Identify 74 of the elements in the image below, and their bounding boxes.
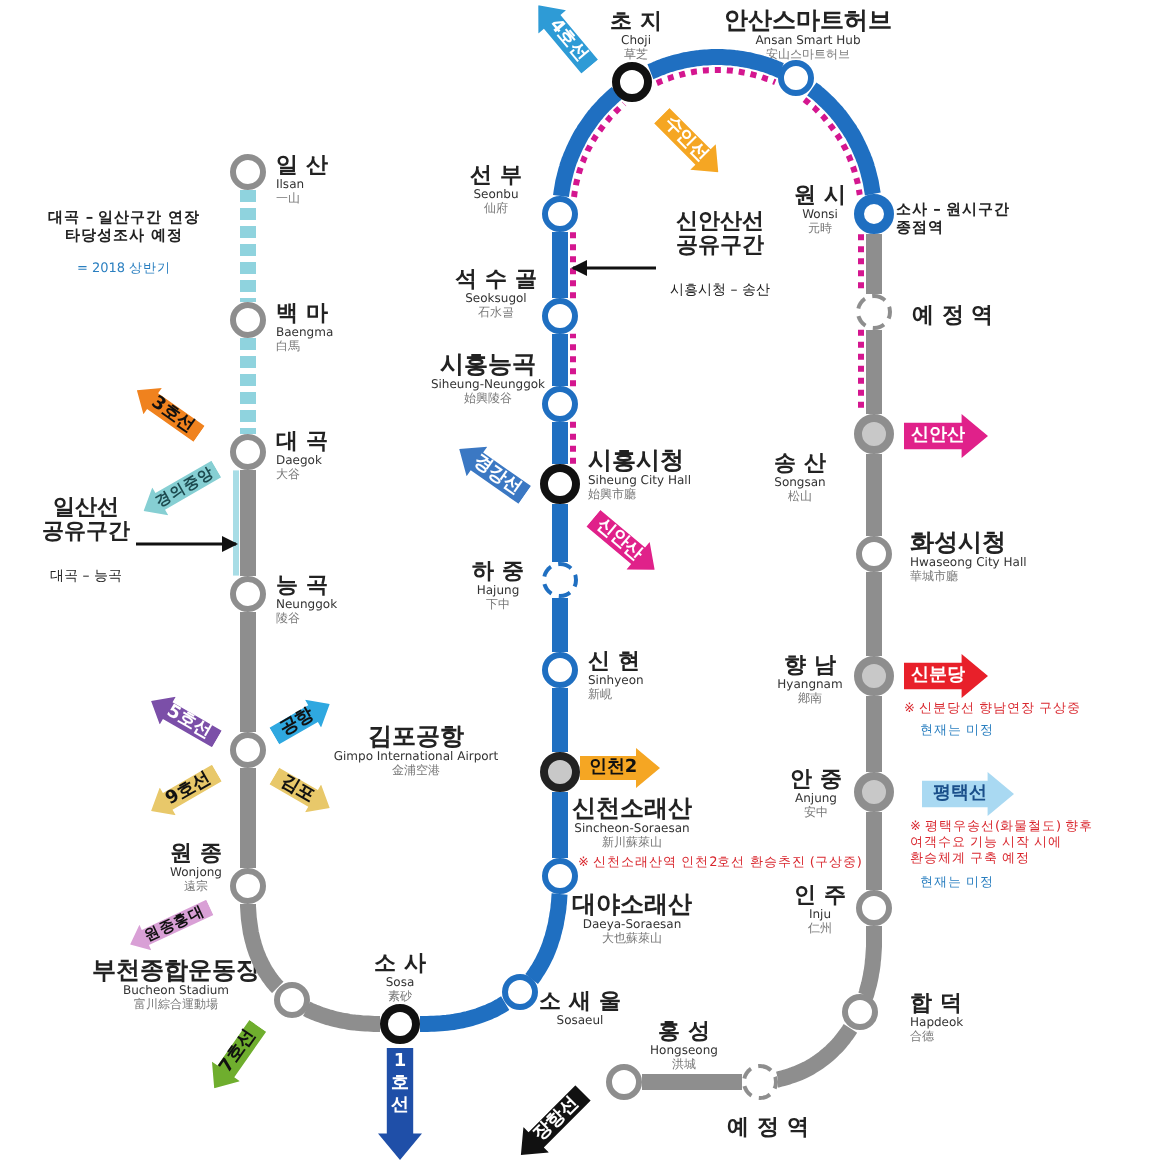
station-name: 원 시 — [794, 182, 846, 208]
transfer-sign — [580, 748, 660, 788]
station-name: 송 산 — [774, 450, 826, 476]
station-name: 석 수 골 — [455, 266, 537, 292]
station-name: 소 새 울 — [539, 988, 621, 1014]
line-name: 인천2 — [586, 756, 640, 782]
station-name: 대 곡 — [276, 428, 328, 454]
station-circle — [542, 298, 578, 334]
station-name: 예 정 역 — [727, 1114, 809, 1140]
transfer-sign — [378, 1048, 422, 1160]
station-name: 신 현 — [588, 648, 640, 674]
station-circle — [606, 1064, 642, 1100]
station-name: 안 중 — [790, 766, 842, 792]
station-circle — [542, 196, 578, 232]
station-name: 초 지 — [610, 8, 662, 34]
station-circle — [854, 194, 894, 234]
annotation-heading: 신안산선 공유구간 — [674, 210, 766, 258]
station-name: 하 중 — [472, 558, 524, 584]
station-circle — [230, 868, 266, 904]
station-name: 시흥시청 — [588, 448, 684, 474]
station-name: 일 산 — [276, 152, 328, 178]
station-name: 안산스마트허브 — [724, 8, 892, 34]
station-circle — [542, 386, 578, 422]
station-circle — [778, 60, 815, 97]
station-circle — [540, 752, 580, 792]
station-circle — [542, 858, 578, 894]
shared-track-marking — [233, 469, 239, 577]
station-circle — [230, 434, 266, 470]
line-name: 평택선 — [931, 782, 990, 808]
station-circle — [856, 294, 892, 330]
station-name: 대야소래산 — [572, 892, 692, 918]
annotation-heading: 일산선 공유구간 — [40, 496, 132, 544]
station-name: 김포공항 — [368, 724, 464, 750]
station-circle — [273, 981, 310, 1018]
line-name: 신분당 — [909, 664, 968, 690]
shared-track-marking — [570, 229, 576, 301]
line-name: 김포 — [274, 769, 320, 811]
station-circle — [854, 656, 894, 696]
station-circle — [856, 890, 892, 926]
station-circle — [540, 464, 580, 504]
line-name: 공항 — [274, 703, 320, 745]
transfer-sign — [922, 772, 1014, 816]
station-name: 합 덕 — [910, 990, 962, 1016]
station-name: 부천종합운동장 — [92, 958, 260, 984]
transfer-sign — [904, 654, 988, 698]
station-circle — [230, 302, 266, 338]
station-circle — [854, 414, 894, 454]
line-name: 신안산 — [909, 424, 968, 450]
station-name: 홍 성 — [658, 1018, 710, 1044]
station-name: 향 남 — [784, 652, 836, 678]
station-circle — [380, 1004, 420, 1044]
station-circle — [742, 1063, 778, 1100]
transfer-sign — [904, 414, 988, 458]
station-circle — [501, 974, 538, 1011]
station-name: 신천소래산 — [572, 796, 692, 822]
station-circle — [542, 562, 578, 598]
station-name: 시흥능곡 — [440, 352, 536, 378]
station-name: 능 곡 — [276, 572, 328, 598]
station-name: 선 부 — [470, 162, 522, 188]
station-circle — [856, 536, 892, 572]
station-circle — [230, 732, 266, 768]
station-circle — [841, 994, 878, 1031]
station-circle — [230, 154, 266, 190]
station-circle — [612, 61, 653, 102]
station-name: 원 종 — [170, 840, 222, 866]
station-name: 화성시청 — [910, 530, 1006, 556]
station-circle — [854, 772, 894, 812]
station-name: 소 사 — [374, 950, 426, 976]
station-name: 인 주 — [794, 882, 846, 908]
station-circle — [230, 576, 266, 612]
station-name: 백 마 — [276, 300, 328, 326]
line-name: 1호선 — [389, 1052, 411, 1118]
station-name: 예 정 역 — [912, 302, 994, 328]
station-circle — [542, 652, 578, 688]
